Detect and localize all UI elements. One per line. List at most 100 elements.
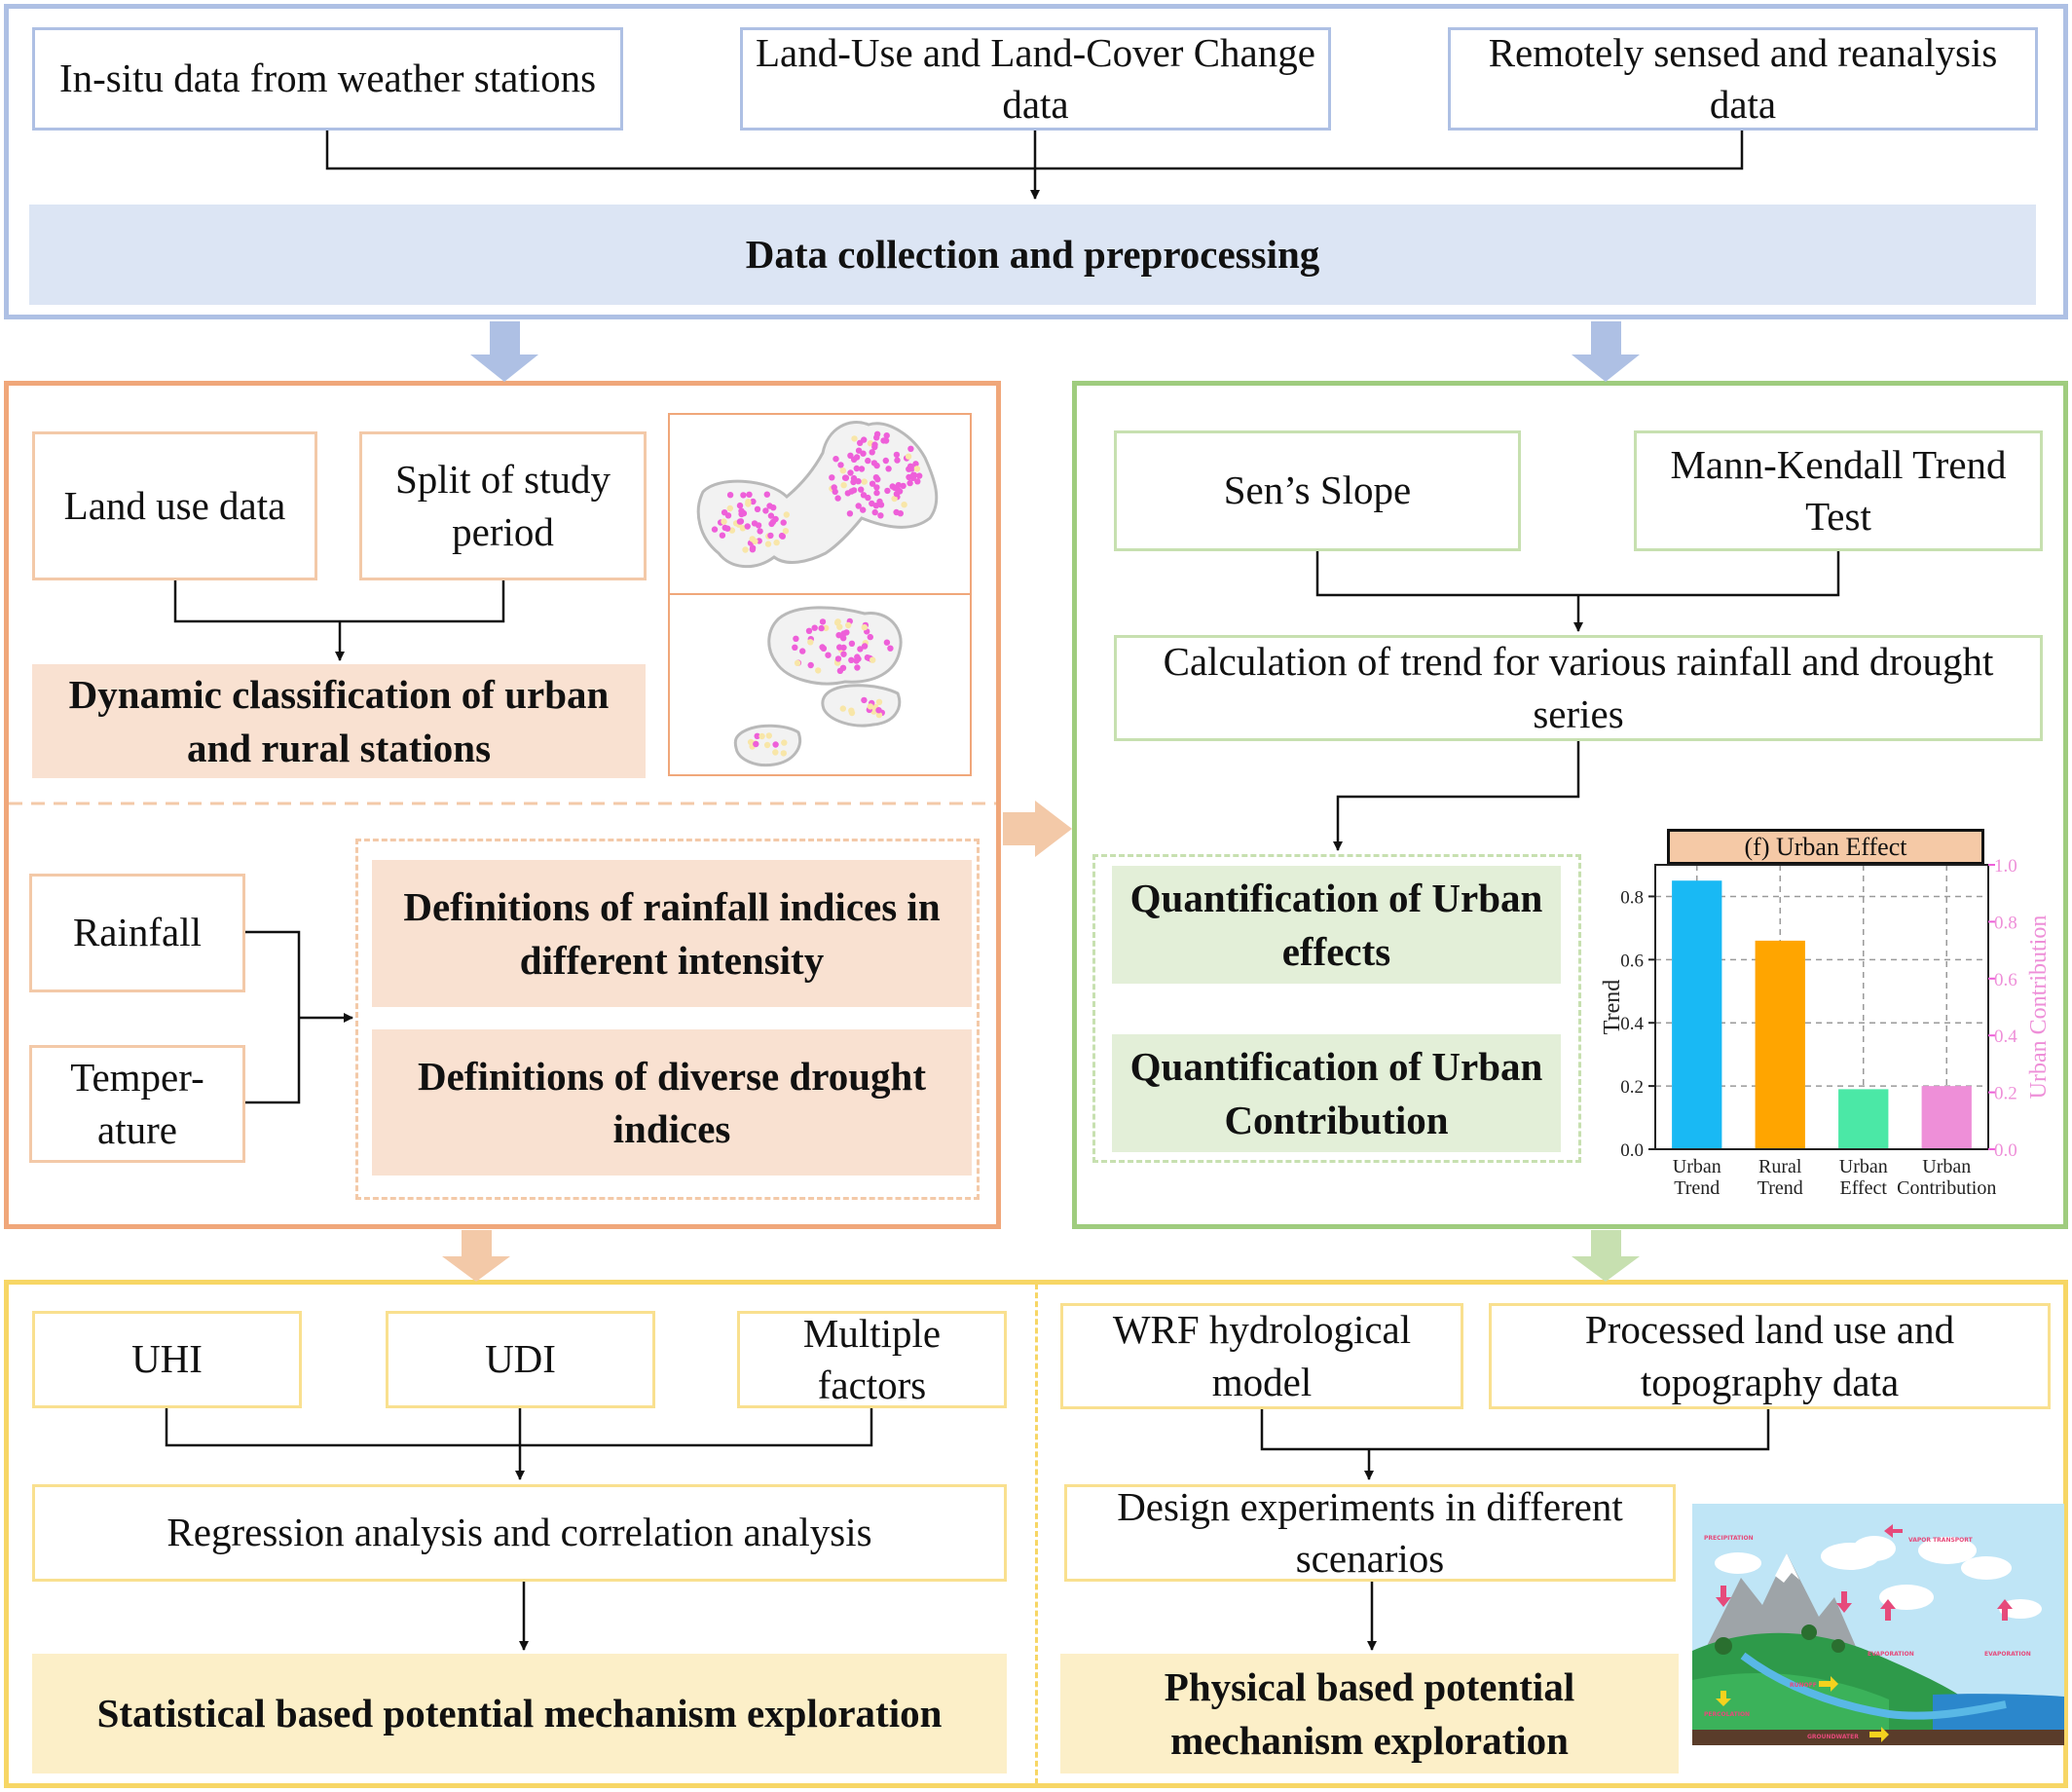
top-connector-lines <box>325 131 1744 200</box>
station-dot <box>900 482 906 490</box>
station-dot <box>845 621 852 629</box>
station-dot <box>825 652 832 658</box>
land-use-data-box: Land use data <box>32 431 317 580</box>
physical-mechanism-block: Physical based potential mechanism explo… <box>1060 1654 1679 1773</box>
station-dot <box>829 474 835 481</box>
station-dot <box>847 452 854 459</box>
station-dot <box>860 450 867 457</box>
station-dot <box>853 454 861 461</box>
station-dot <box>773 539 780 546</box>
wc-vapor-label: VAPOR TRANSPORT <box>1908 1537 1974 1544</box>
wrf-model-label: WRF hydrological model <box>1112 1307 1412 1404</box>
station-dot <box>913 466 921 472</box>
station-dot <box>726 504 733 512</box>
wc-evaporation-label-1: EVAPORATION <box>1868 1651 1914 1658</box>
mechanism-exploration-frame <box>4 1280 2068 1788</box>
station-dot <box>726 492 734 499</box>
station-dot <box>850 478 857 486</box>
station-dot <box>781 739 788 746</box>
urban-effects-block: Quantification of Urban effects <box>1112 866 1561 984</box>
station-dot <box>875 707 882 714</box>
rainfall-label: Rainfall <box>72 910 203 955</box>
station-dot <box>867 703 874 710</box>
statistical-mechanism-block: Statistical based potential mechanism ex… <box>32 1654 1007 1773</box>
station-dot <box>767 532 774 540</box>
station-dot <box>884 487 891 495</box>
station-dot <box>855 478 862 485</box>
statistical-mechanism-label: Statistical based potential mechanism ex… <box>96 1691 943 1736</box>
temperature-box: Temper-ature <box>29 1045 245 1163</box>
station-dot <box>799 648 806 654</box>
quantification-dashed-group <box>1092 854 1581 1163</box>
wc-percolation-label: PERCOLATION <box>1704 1711 1750 1718</box>
chart-title-text: (f) Urban Effect <box>1744 832 1907 861</box>
station-dot <box>839 467 846 474</box>
station-dot <box>876 498 883 505</box>
station-dot <box>851 435 858 442</box>
station-dot <box>736 502 744 509</box>
station-dot <box>872 474 880 481</box>
station-dots <box>711 430 923 757</box>
mann-kendall-box: Mann-Kendall Trend Test <box>1634 430 2043 551</box>
land-use-data-label: Land use data <box>63 482 286 528</box>
station-dot <box>832 456 839 463</box>
station-dot <box>848 640 856 647</box>
water-cycle-illustration: PRECIPITATION VAPOR TRANSPORT EVAPORATIO… <box>1692 1504 2064 1745</box>
wc-evaporation-label-2: EVAPORATION <box>1984 1651 2031 1658</box>
source-lulc-box: Land-Use and Land-Cover Change data <box>740 27 1331 131</box>
station-dot <box>873 430 881 437</box>
station-dot <box>906 479 913 487</box>
station-dot <box>893 508 900 516</box>
dynamic-classification-block: Dynamic classification of urban and rura… <box>32 664 646 778</box>
station-dot <box>744 523 751 530</box>
udi-box: UDI <box>386 1311 655 1408</box>
station-dot <box>765 732 772 739</box>
station-dot <box>746 491 753 498</box>
station-dot <box>753 740 759 748</box>
station-dot <box>909 474 916 481</box>
rainfall-indices-label: Definitions of rainfall indices in diffe… <box>403 884 941 983</box>
station-dot <box>869 500 875 507</box>
temperature-label: Temper-ature <box>70 1055 204 1152</box>
station-dot <box>869 449 875 456</box>
station-dot <box>873 484 880 491</box>
station-dot <box>846 510 854 517</box>
station-dot <box>848 709 856 717</box>
station-dot <box>811 624 818 631</box>
station-dot <box>873 462 880 469</box>
station-dot <box>724 512 732 519</box>
station-dot <box>901 502 907 508</box>
station-dot <box>763 741 771 749</box>
rainfall-box: Rainfall <box>29 874 245 992</box>
station-dot <box>780 519 787 526</box>
station-dot <box>750 498 757 505</box>
source-insitu-label: In-situ data from weather stations <box>58 56 597 101</box>
station-dot <box>839 705 846 712</box>
station-dot <box>757 528 763 535</box>
station-dot <box>807 639 814 646</box>
station-dot <box>875 711 883 719</box>
station-dot <box>770 504 777 511</box>
station-dot <box>887 645 894 652</box>
data-collection-banner: Data collection and preprocessing <box>29 205 2036 305</box>
drought-indices-block: Definitions of diverse drought indices <box>372 1029 972 1176</box>
design-experiments-label: Design experiments in different scenario… <box>1117 1483 1623 1581</box>
station-dot <box>819 618 827 625</box>
map-region-upper <box>696 421 939 569</box>
station-dot <box>834 618 841 625</box>
station-dot <box>848 488 855 495</box>
station-dot <box>762 507 769 514</box>
station-dot <box>905 453 912 460</box>
station-map-illustration <box>668 421 972 767</box>
data-collection-label: Data collection and preprocessing <box>745 232 1320 278</box>
station-dot <box>736 518 744 525</box>
trend-calculation-box: Calculation of trend for various rainfal… <box>1114 635 2043 741</box>
station-dot <box>885 466 892 472</box>
multiple-factors-label: Multiple factors <box>802 1310 942 1407</box>
station-dot <box>841 474 849 481</box>
station-dot <box>831 484 837 491</box>
station-dot <box>721 518 727 525</box>
station-dot <box>893 490 901 498</box>
station-classification-frame <box>4 381 1001 1229</box>
